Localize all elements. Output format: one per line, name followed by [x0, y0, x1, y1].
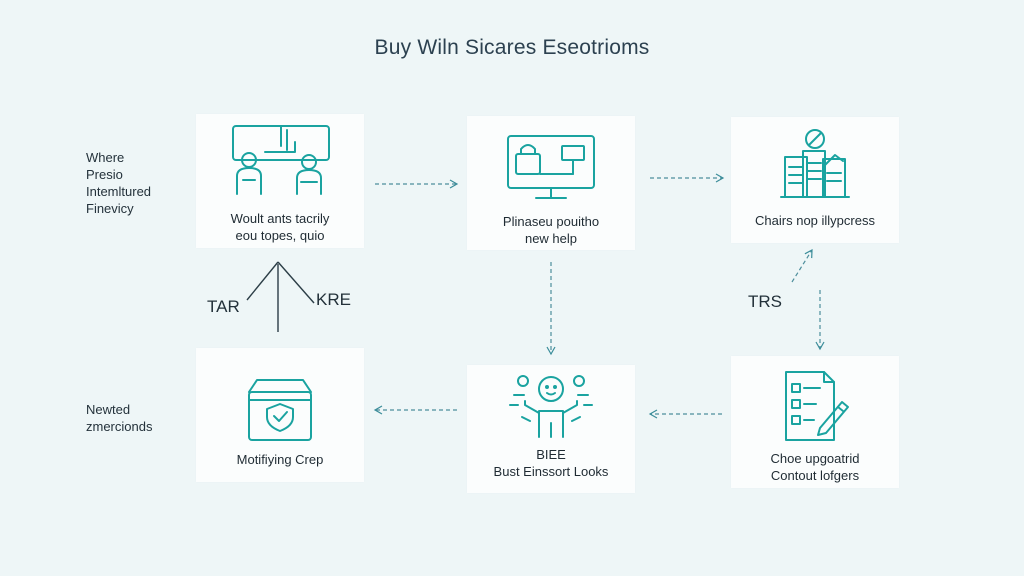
- card-monitor: Plinaseu pouitho new help: [467, 116, 635, 250]
- card-ideas: BIEE Bust Einssort Looks: [467, 365, 635, 493]
- card-shield-box: Motifiying Crep: [196, 348, 364, 482]
- card-checklist: Choe upgoatrid Contout lofgers: [731, 356, 899, 488]
- label-kre: KRE: [316, 290, 351, 309]
- side-note-line: Newted: [86, 402, 131, 417]
- card-label-line: Bust Einssort Looks: [493, 464, 609, 479]
- people-at-board-icon: [196, 120, 364, 204]
- card-label: Chairs nop illypcress: [731, 212, 899, 229]
- arrow-trs-to-c3: [791, 248, 813, 283]
- card-label-line: Motifiying Crep: [236, 452, 324, 467]
- card-label: BIEE Bust Einssort Looks: [467, 446, 635, 480]
- document-stack-icon: [731, 127, 899, 203]
- card-documents: Chairs nop illypcress: [731, 117, 899, 243]
- side-note-line: Finevicy: [86, 201, 134, 216]
- card-label: Woult ants tacrily eou topes, quio: [196, 210, 364, 244]
- side-note-line: Where: [86, 150, 125, 165]
- card-label: Motifiying Crep: [196, 451, 364, 468]
- card-label-line: Plinaseu pouitho: [502, 214, 600, 229]
- person-ideas-icon: [467, 371, 635, 445]
- side-note-bottom: Newted zmercionds: [86, 401, 152, 435]
- card-label-line: Chairs nop illypcress: [755, 213, 875, 228]
- side-note-top: Where Presio Intemltured Finevicy: [86, 149, 151, 217]
- label-trs: TRS: [748, 292, 782, 311]
- caret-connector: [246, 261, 315, 332]
- checklist-pencil-icon: [731, 368, 899, 444]
- card-label-line: Contout lofgers: [770, 468, 860, 483]
- card-label-line: new help: [524, 231, 578, 246]
- shielded-box-icon: [196, 374, 364, 444]
- card-label: Choe upgoatrid Contout lofgers: [731, 450, 899, 484]
- card-label-line: BIEE: [536, 447, 566, 462]
- side-note-line: Presio: [86, 167, 123, 182]
- card-label: Plinaseu pouitho new help: [467, 213, 635, 247]
- diagram-title: Buy Wiln Sicares Eseotrioms: [374, 36, 650, 59]
- label-tar: TAR: [207, 297, 240, 316]
- card-collaboration: Woult ants tacrily eou topes, quio: [196, 114, 364, 248]
- side-note-line: Intemltured: [86, 184, 152, 199]
- monitor-flowchart-icon: [467, 134, 635, 206]
- card-label-line: Choe upgoatrid: [770, 451, 860, 466]
- side-note-line: zmercionds: [86, 419, 153, 434]
- card-label-line: eou topes, quio: [235, 228, 325, 243]
- card-label-line: Woult ants tacrily: [230, 211, 330, 226]
